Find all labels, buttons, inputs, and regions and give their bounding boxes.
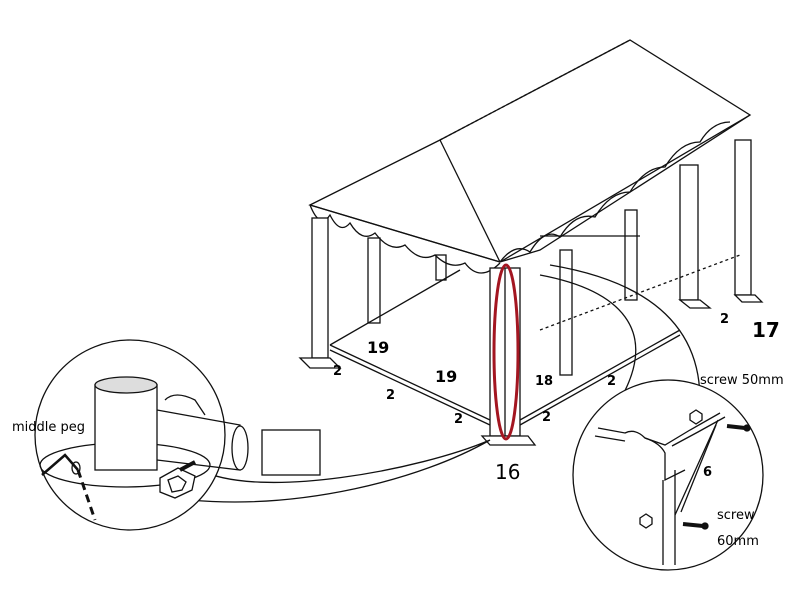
part-label-6: 6 [703, 465, 713, 480]
part-label-2: 2 [607, 374, 617, 389]
part-label-2: 2 [333, 364, 343, 379]
part-label-19: 19 [367, 338, 390, 357]
left-detail-callout [34, 339, 491, 531]
highlight-ellipse [492, 263, 520, 441]
part-label-2: 2 [542, 410, 552, 425]
middle-peg-label: middle peg [12, 420, 86, 435]
part-label-2: 2 [386, 388, 396, 403]
tent-floor-frame [329, 235, 741, 426]
right-detail-callout [539, 264, 764, 571]
tent-roof [308, 39, 752, 274]
part-label-2: 2 [454, 412, 464, 427]
part-label-2: 2 [720, 312, 730, 327]
part-label-16: 16 [495, 460, 521, 484]
screw-50mm-label: screw 50mm [700, 373, 784, 388]
screw-60mm-label: screw [717, 508, 755, 523]
part-label-17: 17 [752, 318, 780, 342]
part-label-19: 19 [435, 367, 458, 386]
screw-60mm-size: 60mm [717, 534, 759, 549]
part-label-18: 18 [535, 374, 554, 389]
